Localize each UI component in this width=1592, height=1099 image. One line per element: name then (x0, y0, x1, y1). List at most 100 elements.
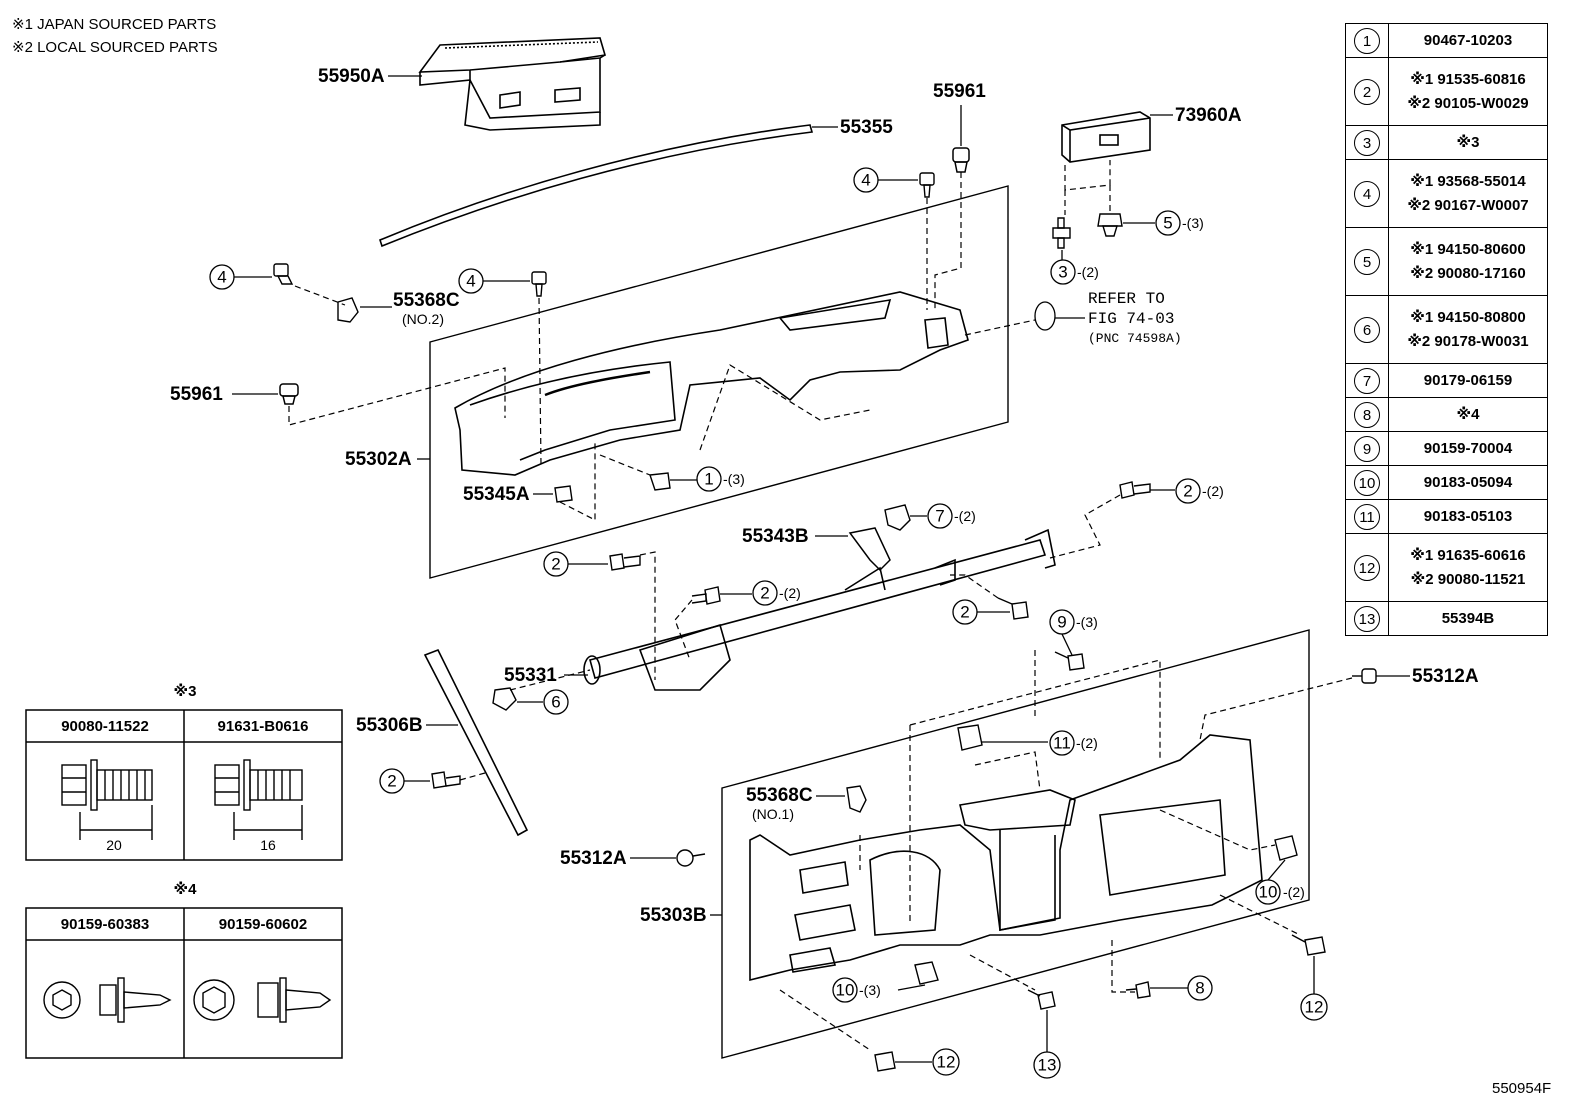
callout-4-left: 4 (217, 268, 226, 287)
box3-col2: 91631-B0616 (218, 718, 309, 735)
callout-1-qty: -(3) (723, 471, 745, 487)
legend-index-circle: 1 (1354, 27, 1380, 54)
clip-55312A-right (1352, 668, 1377, 684)
label-73960A: 73960A (1175, 105, 1242, 126)
bracket-55343B (848, 527, 891, 572)
clip-11 (957, 724, 983, 751)
label-55950A: 55950A (318, 66, 385, 87)
label-55368C-top-sub: (NO.2) (402, 311, 444, 327)
lower-panel-box (721, 629, 1310, 1059)
callout-2-c: 2 (960, 603, 969, 622)
label-55368C-bot-sub: (NO.1) (752, 806, 794, 822)
callout-11-qty: -(2) (1076, 735, 1098, 751)
moulding-strip-drawing (379, 124, 814, 248)
clip-4-top (919, 172, 935, 198)
legend-part-number: ※1 94150-80600※2 90080-17160 (1388, 227, 1548, 296)
clip-55312A-left (676, 849, 706, 867)
legend-index-circle: 2 (1354, 78, 1380, 105)
callout-12-right: 12 (1305, 998, 1324, 1017)
bolt-2-b (691, 586, 721, 605)
refer-line1: REFER TO (1088, 290, 1165, 308)
legend-index-circle: 9 (1354, 435, 1380, 462)
callout-9: 9 (1057, 613, 1066, 632)
bolt-12-bot (874, 1051, 896, 1072)
callout-2-a: 2 (551, 555, 560, 574)
callout-5-qty: -(3) (1182, 215, 1204, 231)
legend-index: 7 (1345, 363, 1389, 398)
label-55343B: 55343B (742, 526, 809, 547)
clip-55961-left (279, 383, 299, 405)
callout-4-mid: 4 (466, 272, 475, 291)
legend-part-number: 90183-05094 (1388, 465, 1548, 500)
legend-row: 2 ※1 91535-60816※2 90105-W0029 (1345, 57, 1548, 126)
legend-value: ※2 90080-17160 (1410, 264, 1526, 282)
legend-index-circle: 10 (1354, 469, 1380, 496)
label-55961-top: 55961 (933, 81, 986, 102)
legend-index-circle: 7 (1354, 367, 1380, 394)
label-55302A: 55302A (345, 449, 412, 470)
legend-index: 8 (1345, 397, 1389, 432)
box4 (25, 907, 343, 1059)
legend-value: 55394B (1441, 609, 1495, 627)
label-55331: 55331 (504, 665, 557, 686)
legend-row: 10 90183-05094 (1345, 465, 1548, 500)
legend-value: ※1 91535-60816 (1410, 70, 1526, 88)
bolt-2-right (1119, 481, 1151, 499)
bolt-12-right (1291, 934, 1326, 956)
screw-13 (1027, 989, 1056, 1010)
callout-10-right: 10 (1259, 883, 1278, 902)
callout-2-b: 2 (760, 584, 769, 603)
box3-dim1: 20 (106, 837, 122, 853)
switch-73960A (1061, 111, 1151, 163)
clip-4-mid (531, 271, 547, 297)
note-local: ※2 LOCAL SOURCED PARTS (12, 39, 218, 56)
nut-5 (1097, 213, 1123, 237)
legend-row: 11 90183-05103 (1345, 499, 1548, 534)
legend-index-circle: 6 (1354, 316, 1380, 343)
callout-2-d: 2 (387, 772, 396, 791)
legend-index-circle: 3 (1354, 129, 1380, 156)
legend-index: 5 (1345, 227, 1389, 296)
legend-part-number: ※3 (1388, 125, 1548, 160)
clip-55961-top (952, 147, 970, 173)
callout-10-bot-qty: -(3) (859, 982, 881, 998)
legend-index: 12 (1345, 533, 1389, 602)
legend-index-circle: 12 (1354, 554, 1380, 581)
legend-value: ※4 (1456, 405, 1480, 423)
legend-row: 12※1 91635-60616※2 90080-11521 (1345, 533, 1548, 602)
label-55368C-bot: 55368C (746, 785, 813, 806)
note-japan: ※1 JAPAN SOURCED PARTS (12, 16, 216, 33)
bolt-2-d (431, 771, 461, 789)
legend-index: 11 (1345, 499, 1389, 534)
legend-index-circle: 11 (1354, 503, 1380, 530)
callout-11: 11 (1053, 734, 1071, 753)
legend-part-number: 90183-05103 (1388, 499, 1548, 534)
callout-8: 8 (1195, 979, 1204, 998)
legend-index: 6 (1345, 295, 1389, 364)
legend-index: 3 (1345, 125, 1389, 160)
legend-index-circle: 8 (1354, 401, 1380, 428)
lower-panel-drawing (749, 734, 1263, 982)
label-55306B: 55306B (356, 715, 423, 736)
label-55961-left: 55961 (170, 384, 223, 405)
box3 (25, 709, 343, 861)
legend-value: 90179-06159 (1423, 371, 1513, 389)
legend-row: 6※1 94150-80800※2 90178-W0031 (1345, 295, 1548, 364)
label-55312A-left: 55312A (560, 848, 627, 869)
callout-3-qty: -(2) (1077, 264, 1099, 280)
label-55355: 55355 (840, 117, 893, 138)
legend-value: 90183-05094 (1423, 473, 1513, 491)
refer-line2: FIG 74-03 (1088, 310, 1174, 328)
legend-value: 90183-05103 (1423, 507, 1513, 525)
legend-row: 5※1 94150-80600※2 90080-17160 (1345, 227, 1548, 296)
clip-55368C-bot (846, 785, 867, 813)
legend-part-number: 55394B (1388, 601, 1548, 636)
bolt-2-a (609, 553, 641, 571)
legend-part-number: ※1 91535-60816※2 90105-W0029 (1388, 57, 1548, 126)
callout-2-right-qty: -(2) (1202, 483, 1224, 499)
clip-55368C-top (337, 297, 359, 323)
